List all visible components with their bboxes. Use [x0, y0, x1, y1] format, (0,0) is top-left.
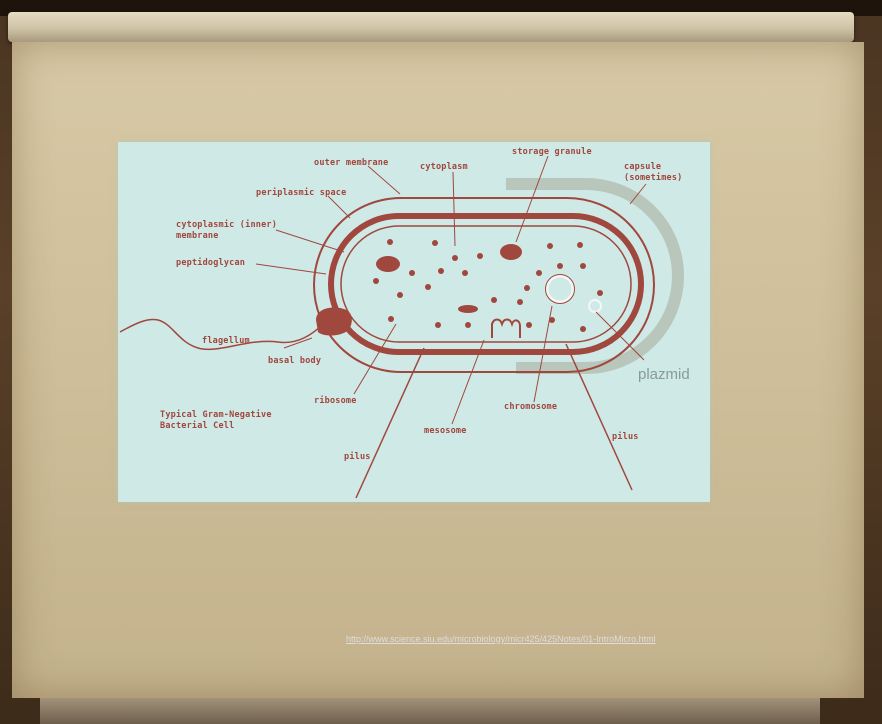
source-link[interactable]: http://www.science.siu.edu/microbiology/… [346, 634, 656, 644]
label-flagellum: flagellum [202, 336, 250, 346]
projected-slide: outer membrane cytoplasm storage granule… [118, 142, 710, 502]
capsule-shape [506, 178, 684, 374]
label-ribosome: ribosome [314, 396, 357, 406]
plasmid-shape [588, 299, 602, 313]
mesosome-shape [491, 318, 521, 338]
peptidoglycan-shape [328, 213, 644, 355]
basal-body-shape [316, 307, 352, 336]
label-pilus-left: pilus [344, 452, 371, 462]
flagellum-shape [119, 318, 324, 351]
ribosomes [373, 239, 603, 332]
chromosome-outline [545, 274, 575, 304]
screen-roller [8, 12, 854, 42]
label-chromosome: chromosome [504, 402, 558, 412]
label-outer-membrane: outer membrane [314, 158, 389, 168]
label-periplasmic-space: periplasmic space [256, 188, 347, 198]
pilus-left-shape [355, 347, 425, 499]
label-mesosome: mesosome [424, 426, 467, 436]
inner-membrane-shape [340, 225, 632, 343]
label-cytoplasm: cytoplasm [420, 162, 468, 172]
label-plazmid: plazmid [638, 366, 690, 383]
chromosome-shape [545, 274, 575, 304]
label-basal-body: basal body [268, 356, 322, 366]
bacterial-cell-diagram [119, 155, 684, 499]
screen-bottom-bar [40, 698, 820, 724]
label-capsule: capsule (sometimes) [624, 162, 683, 183]
label-pilus-right: pilus [612, 432, 639, 442]
label-inner-membrane: cytoplasmic (inner) membrane [176, 220, 278, 241]
outer-membrane-shape [313, 197, 655, 373]
storage-granule-shape [458, 305, 478, 313]
label-storage-granule: storage granule [512, 147, 592, 157]
storage-granule-shape [500, 244, 522, 260]
pilus-right-shape [565, 343, 633, 491]
storage-granule-shape [376, 256, 400, 272]
label-caption: Typical Gram-Negative Bacterial Cell [160, 410, 272, 431]
label-peptidoglycan: peptidoglycan [176, 258, 246, 268]
